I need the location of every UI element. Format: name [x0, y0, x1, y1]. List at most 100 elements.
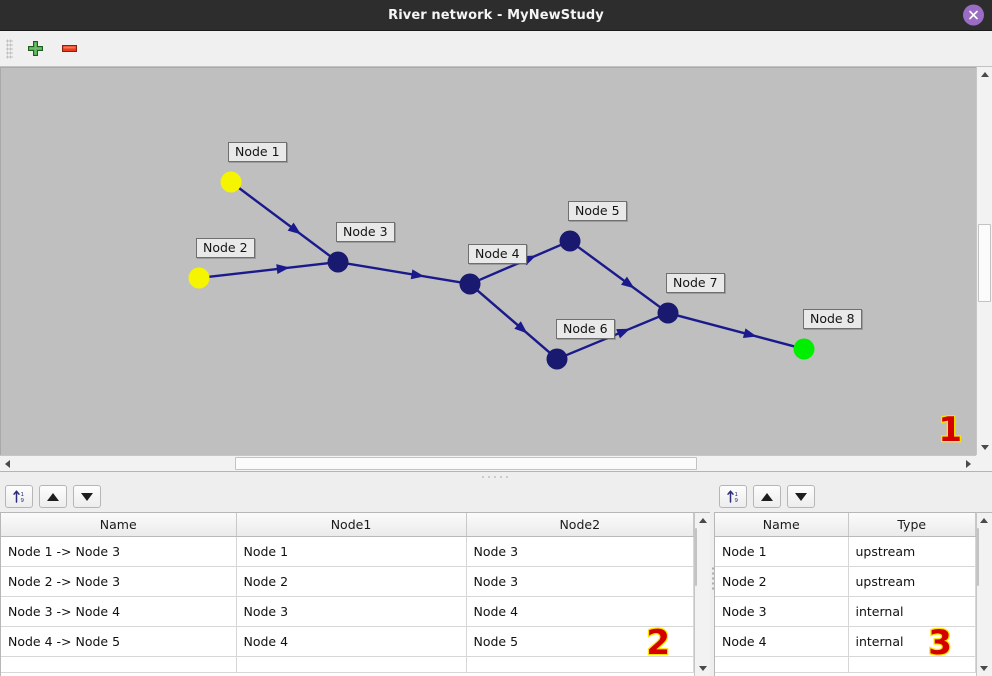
edge-arrow-icon: [742, 328, 757, 339]
edge-Node2-to-Node3[interactable]: [208, 261, 329, 279]
table-cell[interactable]: Node 1: [715, 536, 849, 567]
graph-node-node-2[interactable]: [188, 267, 210, 289]
table-cell[interactable]: internal: [848, 596, 976, 627]
graph-node-node-8[interactable]: [793, 338, 815, 360]
node-label-node-7[interactable]: Node 7: [666, 273, 725, 294]
splitter-grip: [480, 474, 512, 479]
table-cell[interactable]: upstream: [848, 566, 976, 597]
scroll-down-button[interactable]: [695, 661, 710, 676]
vertical-scroll-track[interactable]: [977, 82, 992, 440]
close-window-button[interactable]: [963, 4, 984, 26]
table-cell[interactable]: upstream: [848, 536, 976, 567]
table-cell[interactable]: Node 1 -> Node 3: [1, 536, 237, 567]
edge-Node4-to-Node6[interactable]: [476, 289, 551, 354]
nodes-vertical-scrollbar[interactable]: [975, 512, 992, 676]
graph-node-node-4[interactable]: [459, 273, 481, 295]
scroll-left-button[interactable]: [0, 456, 15, 471]
triangle-up-icon: [761, 492, 773, 501]
table-cell[interactable]: internal: [848, 626, 976, 657]
node-label-node-8[interactable]: Node 8: [803, 309, 862, 330]
triangle-down-icon: [980, 666, 989, 671]
network-diagram-canvas[interactable]: Node 1 Node 2 Node 3 Node 4 Node 5 Node 6 Node…: [0, 67, 976, 455]
triangle-down-icon: [980, 445, 989, 450]
table-row-empty[interactable]: [1, 656, 694, 673]
column-header-node2[interactable]: Node2: [466, 513, 694, 537]
scroll-right-button[interactable]: [961, 456, 976, 471]
table-cell[interactable]: Node 1: [236, 536, 467, 567]
graph-node-node-1[interactable]: [220, 171, 242, 193]
svg-text:9: 9: [734, 498, 738, 504]
vertical-scroll-thumb[interactable]: [978, 224, 991, 302]
graph-node-node-3[interactable]: [327, 251, 349, 273]
edge-Node7-to-Node8[interactable]: [677, 314, 795, 348]
table-cell[interactable]: Node 5: [466, 626, 694, 657]
graph-node-node-5[interactable]: [559, 230, 581, 252]
table-cell[interactable]: Node 4: [715, 626, 849, 657]
column-header-name[interactable]: Name: [715, 513, 849, 537]
canvas-vertical-scrollbar[interactable]: [976, 67, 992, 455]
reaches-sort-button[interactable]: 1 9: [5, 485, 33, 508]
node-label-node-6[interactable]: Node 6: [556, 319, 615, 340]
vertical-scroll-track[interactable]: [695, 528, 710, 661]
nodes-move-down-button[interactable]: [787, 485, 815, 508]
scroll-up-button[interactable]: [695, 513, 710, 528]
horizontal-scroll-thumb[interactable]: [235, 457, 697, 470]
node-label-node-5[interactable]: Node 5: [568, 201, 627, 222]
table-cell[interactable]: Node 3: [466, 566, 694, 597]
reaches-move-up-button[interactable]: [39, 485, 67, 508]
edge-Node1-to-Node3[interactable]: [238, 187, 331, 257]
horizontal-scroll-track[interactable]: [15, 456, 961, 471]
node-label-node-1[interactable]: Node 1: [228, 142, 287, 163]
remove-node-button[interactable]: [57, 37, 81, 61]
node-label-node-4[interactable]: Node 4: [468, 244, 527, 265]
vertical-scroll-track[interactable]: [976, 528, 992, 661]
reaches-vertical-scrollbar[interactable]: [694, 512, 710, 676]
scroll-down-button[interactable]: [977, 440, 992, 455]
scroll-up-button[interactable]: [977, 67, 992, 82]
table-cell[interactable]: Node 3 -> Node 4: [1, 596, 237, 627]
add-node-button[interactable]: [23, 37, 47, 61]
table-cell[interactable]: Node 4: [466, 596, 694, 627]
canvas-horizontal-scrollbar[interactable]: [0, 455, 976, 471]
table-cell[interactable]: Node 4 -> Node 5: [1, 626, 237, 657]
table-cell[interactable]: Node 2: [236, 566, 467, 597]
scroll-up-button[interactable]: [976, 513, 992, 528]
triangle-up-icon: [980, 72, 989, 77]
edge-Node5-to-Node7[interactable]: [577, 245, 661, 309]
reaches-move-down-button[interactable]: [73, 485, 101, 508]
scroll-down-button[interactable]: [976, 661, 992, 676]
graph-node-node-7[interactable]: [657, 302, 679, 324]
edge-Node3-to-Node4[interactable]: [347, 262, 461, 284]
node-label-node-3[interactable]: Node 3: [336, 222, 395, 243]
vertical-scroll-thumb[interactable]: [976, 528, 979, 586]
toolbar-drag-handle[interactable]: [6, 38, 13, 59]
graph-node-node-6[interactable]: [546, 348, 568, 370]
vertical-scroll-thumb[interactable]: [695, 528, 697, 586]
column-header-type[interactable]: Type: [848, 513, 976, 537]
table-cell[interactable]: Node 3: [466, 536, 694, 567]
nodes-move-up-button[interactable]: [753, 485, 781, 508]
table-cell[interactable]: Node 3: [236, 596, 467, 627]
horizontal-pane-splitter[interactable]: [710, 481, 714, 676]
table-cell[interactable]: Node 4: [236, 626, 467, 657]
column-header-name[interactable]: Name: [1, 513, 237, 537]
table-cell[interactable]: Node 2: [715, 566, 849, 597]
nodes-sort-button[interactable]: 1 9: [719, 485, 747, 508]
vertical-splitter[interactable]: [0, 471, 992, 481]
table-cell[interactable]: Node 3: [715, 596, 849, 627]
table-cell[interactable]: Node 2 -> Node 3: [1, 566, 237, 597]
node-label-node-2[interactable]: Node 2: [196, 238, 255, 259]
network-graph: [188, 171, 815, 370]
column-header-node1[interactable]: Node1: [236, 513, 467, 537]
table-row-empty[interactable]: [715, 656, 976, 673]
